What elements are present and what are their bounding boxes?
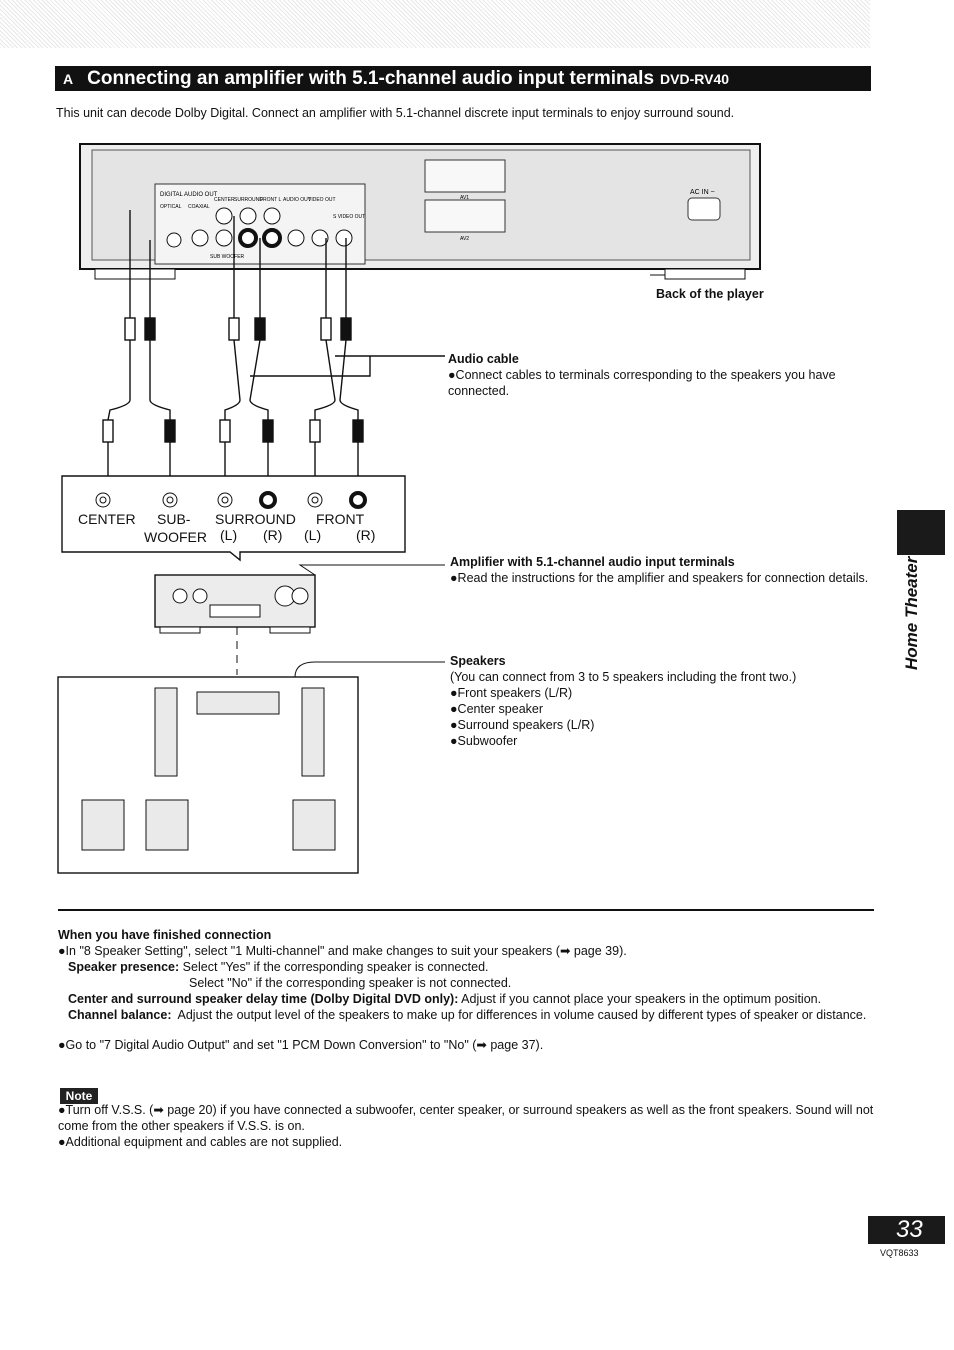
audio-cables [102, 210, 445, 486]
label-svideo-out: S VIDEO OUT [333, 214, 365, 220]
presence-yes: Select "Yes" if the corresponding speake… [182, 960, 489, 974]
speakers-line: ●Center speaker [450, 702, 544, 716]
amp-label-front-r: (R) [356, 527, 375, 543]
label-subwoofer: SUB WOOFER [210, 254, 245, 260]
note-line: ●Additional equipment and cables are not… [58, 1135, 343, 1149]
amplifier-title: Amplifier with 5.1-channel audio input t… [450, 555, 735, 569]
amplifier-callout: Amplifier with 5.1-channel audio input t… [450, 554, 870, 586]
intro-text: This unit can decode Dolby Digital. Conn… [56, 106, 735, 120]
player-back-panel: DIGITAL AUDIO OUT OPTICAL COAXIAL CENTER… [79, 143, 761, 280]
amp-label-sur-l: (L) [220, 527, 237, 543]
label-ac-in: AC IN ~ [690, 189, 715, 196]
audio-cable-callout: Audio cable ●Connect cables to terminals… [448, 351, 868, 399]
label-front-l: FRONT L [260, 197, 282, 203]
amp-label-woofer: WOOFER [144, 529, 207, 545]
back-of-player-label: Back of the player [656, 287, 764, 301]
amp-label-surround: SURROUND [215, 511, 296, 527]
label-optical: OPTICAL [160, 204, 182, 210]
balance-label: Channel balance: [68, 1008, 172, 1022]
label-digital-out: DIGITAL AUDIO OUT [160, 192, 218, 198]
finished-connection-section: When you have finished connection ●In "8… [58, 927, 878, 1053]
speakers-line: (You can connect from 3 to 5 speakers in… [450, 670, 797, 684]
speakers-line: ●Surround speakers (L/R) [450, 718, 595, 732]
amp-label-sub: SUB- [157, 511, 191, 527]
note-badge: Note [60, 1088, 98, 1104]
delay-text: Adjust if you cannot place your speakers… [461, 992, 822, 1006]
section-letter: A [63, 71, 74, 87]
side-tab-block [897, 510, 945, 555]
amp-label-center: CENTER [78, 511, 136, 527]
speakers-line: ●Front speakers (L/R) [450, 686, 573, 700]
speakers-line: ●Subwoofer [450, 734, 518, 748]
finished-heading: When you have finished connection [58, 928, 272, 942]
presence-label: Speaker presence: [68, 960, 180, 974]
page-number: 33 [868, 1216, 945, 1244]
connection-diagram: DIGITAL AUDIO OUT OPTICAL COAXIAL CENTER… [57, 143, 761, 874]
note-line: ●Turn off V.S.S. (➡ page 20) if you have… [58, 1103, 874, 1133]
label-coaxial: COAXIAL [188, 204, 210, 210]
audio-cable-title: Audio cable [448, 352, 519, 366]
amp-jacks [95, 491, 367, 509]
amplifier-desc: ●Read the instructions for the amplifier… [450, 571, 869, 585]
scan-top-strip [0, 0, 870, 48]
speakers-layout [57, 661, 445, 874]
audio-cable-desc: ●Connect cables to terminals correspondi… [448, 368, 836, 398]
section-divider [58, 909, 874, 911]
model-tag: DVD-RV40 [660, 71, 730, 87]
goto-line: ●Go to "7 Digital Audio Output" and set … [58, 1038, 544, 1052]
amp-label-sur-r: (R) [263, 527, 282, 543]
presence-no: Select "No" if the corresponding speaker… [189, 976, 512, 990]
label-surround: SURROUND [234, 197, 263, 203]
speakers-title: Speakers [450, 654, 506, 668]
label-center: CENTER [214, 197, 235, 203]
side-tab-label: Home Theater [902, 556, 921, 670]
label-audio-out: AUDIO OUT [283, 197, 311, 203]
label-video-out: VIDEO OUT [308, 197, 336, 203]
finished-line1: ●In "8 Speaker Setting", select "1 Multi… [58, 944, 627, 958]
amp-label-front-l: (L) [304, 527, 321, 543]
doc-code: VQT8633 [880, 1248, 919, 1258]
amp-label-front: FRONT [316, 511, 365, 527]
speakers-callout: Speakers (You can connect from 3 to 5 sp… [450, 653, 870, 749]
balance-text: Adjust the output level of the speakers … [177, 1008, 867, 1022]
delay-label: Center and surround speaker delay time (… [68, 992, 459, 1006]
amplifier-unit [154, 564, 445, 634]
label-av2: AV2 [460, 236, 469, 242]
note-section: ●Turn off V.S.S. (➡ page 20) if you have… [58, 1102, 878, 1150]
section-title: Connecting an amplifier with 5.1-channel… [87, 68, 655, 89]
section-title-bar: A Connecting an amplifier with 5.1-channe… [55, 66, 871, 91]
label-av1: AV1 [460, 195, 469, 201]
